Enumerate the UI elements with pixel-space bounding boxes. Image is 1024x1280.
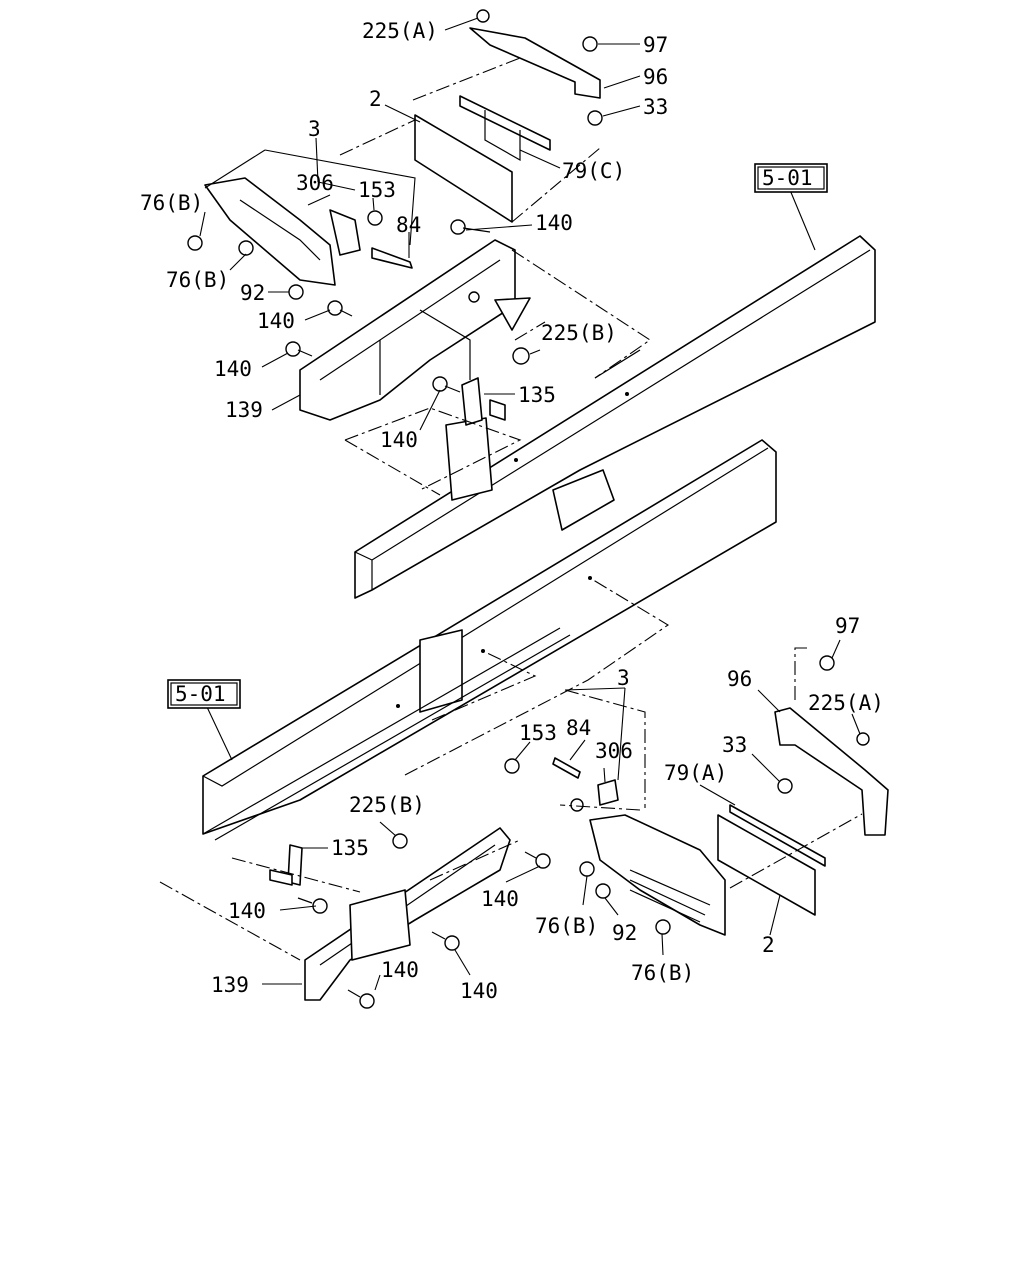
- bracket-79c-upper: [459, 95, 551, 151]
- bolt-153-upper: [367, 210, 383, 226]
- callout-76b-upper-1: 76(B): [140, 191, 203, 215]
- callout-97-lower: 97: [835, 614, 860, 638]
- callout-140-upper-3: 140: [214, 357, 252, 381]
- clip-306-lower: [597, 779, 619, 806]
- callout-97-upper: 97: [643, 33, 668, 57]
- bolt-225a-lower: [856, 732, 870, 746]
- lower-assembly: [269, 655, 889, 1009]
- bolt-225a-upper: [476, 9, 490, 23]
- callout-96-lower: 96: [727, 667, 752, 691]
- callout-140-lower-1: 140: [481, 887, 519, 911]
- bolt-140-upper-3: [285, 341, 301, 357]
- clip-306-upper: [329, 209, 361, 256]
- callout-3-upper: 3: [308, 117, 321, 141]
- mudguard-3-lower: [589, 814, 726, 936]
- callout-76b-lower-2: 76(B): [631, 961, 694, 985]
- callout-135-lower: 135: [331, 836, 369, 860]
- bolt-140-lower-1: [535, 853, 551, 869]
- callout-140-upper-2: 140: [257, 309, 295, 333]
- callout-33-upper: 33: [643, 95, 668, 119]
- ref-box-lower: 5-01: [167, 679, 241, 709]
- callout-225b-lower: 225(B): [349, 793, 425, 817]
- bolt-33-upper: [587, 110, 603, 126]
- callout-139-lower: 139: [211, 973, 249, 997]
- callout-92-lower: 92: [612, 921, 637, 945]
- callout-79c-upper: 79(C): [562, 159, 625, 183]
- leaders-lower: [206, 639, 861, 991]
- phantom-lines-upper: [339, 57, 651, 496]
- bolt-97-lower: [819, 655, 835, 671]
- callout-225a-lower: 225(A): [808, 691, 884, 715]
- bolt-76b-lower-1: [579, 861, 595, 877]
- nut-225b-upper: [512, 347, 530, 365]
- callout-92-upper: 92: [240, 281, 265, 305]
- strap-135-upper: [461, 377, 483, 426]
- callout-140-lower-3: 140: [460, 979, 498, 1003]
- ref-box-upper: 5-01: [754, 163, 828, 193]
- callout-3-lower: 3: [617, 666, 630, 690]
- plate-2-upper: [414, 114, 513, 223]
- callout-140-upper-1: 140: [535, 211, 573, 235]
- bolt-76b-upper-2: [238, 240, 254, 256]
- callout-84-lower: 84: [566, 716, 591, 740]
- bolt-153-lower: [504, 758, 520, 774]
- block-upper: [489, 399, 506, 421]
- callout-140-lower-2: 140: [228, 899, 266, 923]
- bolt-140-upper-4: [432, 376, 448, 392]
- frame-rail-lower: [202, 627, 571, 841]
- callout-139-upper: 139: [225, 398, 263, 422]
- stay-139-upper: [299, 239, 516, 421]
- callout-153-upper: 153: [358, 178, 396, 202]
- pin-84-lower: [552, 757, 581, 779]
- bracket-79a-lower: [729, 804, 826, 867]
- pin-84-upper: [371, 247, 413, 269]
- bracket-96-upper: [469, 27, 601, 99]
- bolt-140-upper-2: [327, 300, 343, 316]
- plate-2-lower: [717, 814, 816, 916]
- callout-96-upper: 96: [643, 65, 668, 89]
- callout-140-upper-4: 140: [380, 428, 418, 452]
- ref-5-01-lower: 5-01: [175, 682, 226, 706]
- bolt-140-upper-1: [450, 219, 466, 235]
- nut-225b-lower: [392, 833, 408, 849]
- callout-225a-upper: 225(A): [362, 19, 438, 43]
- bolt-140-lower-4: [359, 993, 375, 1009]
- callout-76b-upper-2: 76(B): [166, 268, 229, 292]
- callout-79a-lower: 79(A): [664, 761, 727, 785]
- callout-225b-upper: 225(B): [541, 321, 617, 345]
- nut-92-upper: [288, 284, 304, 300]
- bracket-3-upper: [204, 177, 336, 286]
- callout-76b-lower-1: 76(B): [535, 914, 598, 938]
- bolt-97-upper: [582, 36, 598, 52]
- callout-140-lower-4: 140: [381, 958, 419, 982]
- bolt-33-lower: [777, 778, 793, 794]
- leaders-upper: [199, 17, 816, 431]
- callout-306-lower: 306: [595, 739, 633, 763]
- bracket-96-lower: [774, 707, 889, 836]
- frame-rail-upper: [354, 235, 876, 599]
- nut-92-lower: [595, 883, 611, 899]
- callout-84-upper: 84: [396, 213, 421, 237]
- ref-5-01-upper: 5-01: [762, 166, 813, 190]
- bolt-140-lower-3: [444, 935, 460, 951]
- callout-2-lower: 2: [762, 933, 775, 957]
- callout-135-upper: 135: [518, 383, 556, 407]
- phantom-lines-lower: [159, 577, 863, 961]
- crossmember-bracket: [445, 417, 493, 501]
- callout-2-upper: 2: [369, 87, 382, 111]
- callout-153-lower: 153: [519, 721, 557, 745]
- frame-rail-middle: [202, 439, 777, 835]
- callout-33-lower: 33: [722, 733, 747, 757]
- bolt-76b-lower-2: [655, 919, 671, 935]
- upper-assembly: [187, 9, 603, 426]
- callout-306-upper: 306: [296, 171, 334, 195]
- bolt-76b-upper-1: [187, 235, 203, 251]
